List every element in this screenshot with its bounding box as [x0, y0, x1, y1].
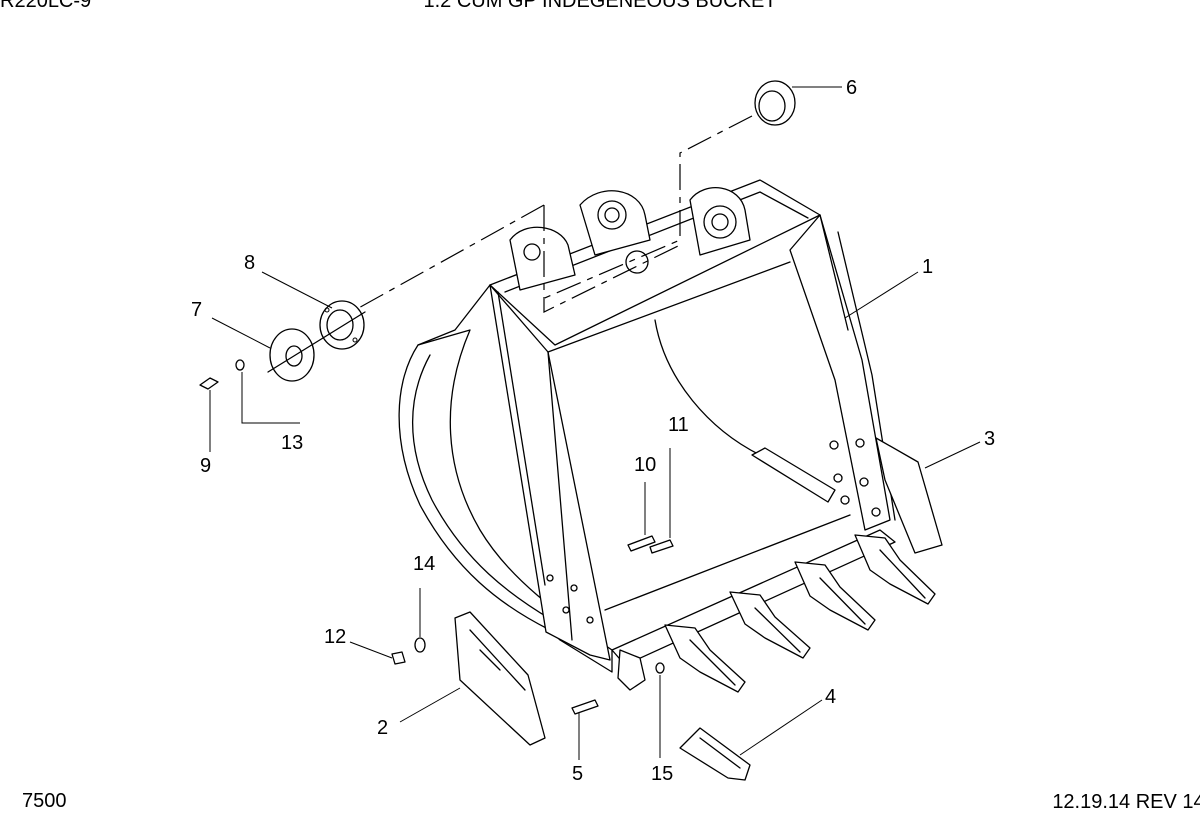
washer-13[interactable]	[235, 359, 245, 371]
pin-5[interactable]	[571, 699, 599, 715]
callout-10: 10	[634, 454, 656, 476]
leader-lines	[209, 86, 981, 760]
callout-15: 15	[651, 763, 673, 785]
callout-1: 1	[922, 256, 933, 278]
pins-10-11[interactable]	[627, 535, 674, 554]
callout-2: 2	[377, 717, 388, 739]
callout-8: 8	[244, 252, 255, 274]
callout-7: 7	[191, 299, 202, 321]
callout-6: 6	[846, 77, 857, 99]
model-number: R220LC-9	[0, 0, 92, 12]
washer-14[interactable]	[414, 637, 426, 653]
bolt-9[interactable]	[199, 377, 219, 390]
bushing[interactable]	[754, 80, 796, 126]
side-cutter[interactable]	[875, 437, 943, 554]
callout-3: 3	[984, 428, 995, 450]
callout-5: 5	[572, 763, 583, 785]
side-cutter-left[interactable]	[454, 611, 546, 746]
drawing-code: 7500	[22, 790, 67, 812]
loose-tooth[interactable]	[679, 727, 751, 781]
callout-4: 4	[825, 686, 836, 708]
washer-15[interactable]	[655, 662, 665, 674]
bucket-body[interactable]	[398, 179, 896, 673]
boss-plate[interactable]	[319, 300, 365, 350]
callout-12: 12	[324, 626, 346, 648]
callout-13: 13	[281, 432, 303, 454]
callout-9: 9	[200, 455, 211, 477]
callout-11: 11	[668, 414, 689, 436]
callout-14: 14	[413, 553, 435, 575]
revision-stamp: 12.19.14 REV 14K	[1052, 791, 1200, 813]
drawing-title: 1.2 CUM GP INDEGENEOUS BUCKET	[423, 0, 777, 12]
bolt-12[interactable]	[391, 651, 406, 665]
assembly-lines	[267, 115, 753, 373]
shim[interactable]	[269, 328, 315, 382]
teeth-row[interactable]	[617, 534, 936, 693]
